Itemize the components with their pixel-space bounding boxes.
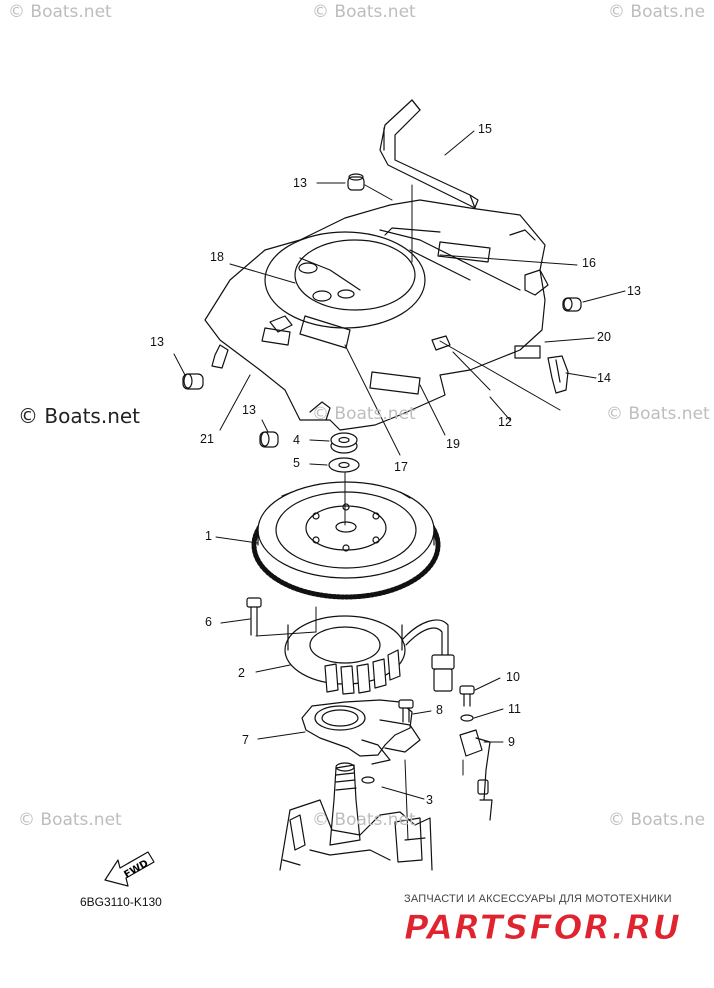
callout-16: 16 xyxy=(582,256,596,270)
watermark: © Boats.net xyxy=(8,2,112,22)
shop-tagline: ЗАПЧАСТИ И АКСЕССУАРЫ ДЛЯ МОТОТЕХНИКИ xyxy=(404,893,672,905)
grommet-part-13-left xyxy=(182,373,204,390)
shop-logo: PARTSFOR.RU xyxy=(404,908,681,947)
callout-17: 17 xyxy=(394,460,408,474)
watermark: © Boats.net xyxy=(18,404,141,428)
stator-part-2 xyxy=(284,615,455,695)
flywheel-cover-part-12 xyxy=(204,199,549,431)
callout-13: 13 xyxy=(242,403,256,417)
callout-14: 14 xyxy=(597,371,611,385)
shop-logo-text: PARTSFOR.RU xyxy=(404,908,681,946)
watermark: © Boats.ne xyxy=(608,810,706,830)
leader-lines xyxy=(173,130,626,841)
callout-9: 9 xyxy=(508,735,515,749)
callout-10: 10 xyxy=(506,670,520,684)
grommet-part-13-right xyxy=(562,297,582,312)
callout-8: 8 xyxy=(436,703,443,717)
flywheel-part-1 xyxy=(251,481,441,600)
watermark: © Boats.net xyxy=(312,810,416,830)
hose-part-15 xyxy=(379,99,479,211)
watermark: © Boats.net xyxy=(312,404,416,424)
fwd-arrow-icon xyxy=(104,851,155,887)
callout-11: 11 xyxy=(508,702,521,716)
watermark: © Boats.net xyxy=(312,2,416,22)
callout-13: 13 xyxy=(293,176,307,190)
callout-13: 13 xyxy=(150,335,164,349)
callout-6: 6 xyxy=(205,615,212,629)
screw-part-8 xyxy=(398,699,414,723)
watermark: © Boats.ne xyxy=(608,2,706,22)
callout-12: 12 xyxy=(498,415,512,429)
washer-part-5 xyxy=(328,457,360,473)
callout-1: 1 xyxy=(205,529,212,543)
callout-2: 2 xyxy=(238,666,245,680)
bolt-part-6 xyxy=(246,597,262,636)
bolt-part-10 xyxy=(459,685,475,707)
clip-part-14 xyxy=(547,355,569,394)
callout-21: 21 xyxy=(200,432,214,446)
stator-base-part-7 xyxy=(301,699,421,765)
callout-13: 13 xyxy=(627,284,641,298)
callout-3: 3 xyxy=(426,793,433,807)
callout-19: 19 xyxy=(446,437,460,451)
callout-20: 20 xyxy=(597,330,611,344)
diagram-code: 6BG3110-K130 xyxy=(80,895,162,909)
grommet-part-13-top xyxy=(347,173,365,191)
grommet-part-13-low xyxy=(259,431,279,448)
watermark: © Boats.net xyxy=(606,404,710,424)
callout-7: 7 xyxy=(242,733,249,747)
callout-4: 4 xyxy=(293,433,300,447)
callout-18: 18 xyxy=(210,250,224,264)
nut-part-4 xyxy=(330,432,358,454)
callout-5: 5 xyxy=(293,456,300,470)
watermark: © Boats.net xyxy=(18,810,122,830)
crankshaft-part-3 xyxy=(329,762,375,846)
washer-part-11 xyxy=(460,714,474,722)
pulser-coil-part-9 xyxy=(459,729,493,821)
callout-15: 15 xyxy=(478,122,492,136)
